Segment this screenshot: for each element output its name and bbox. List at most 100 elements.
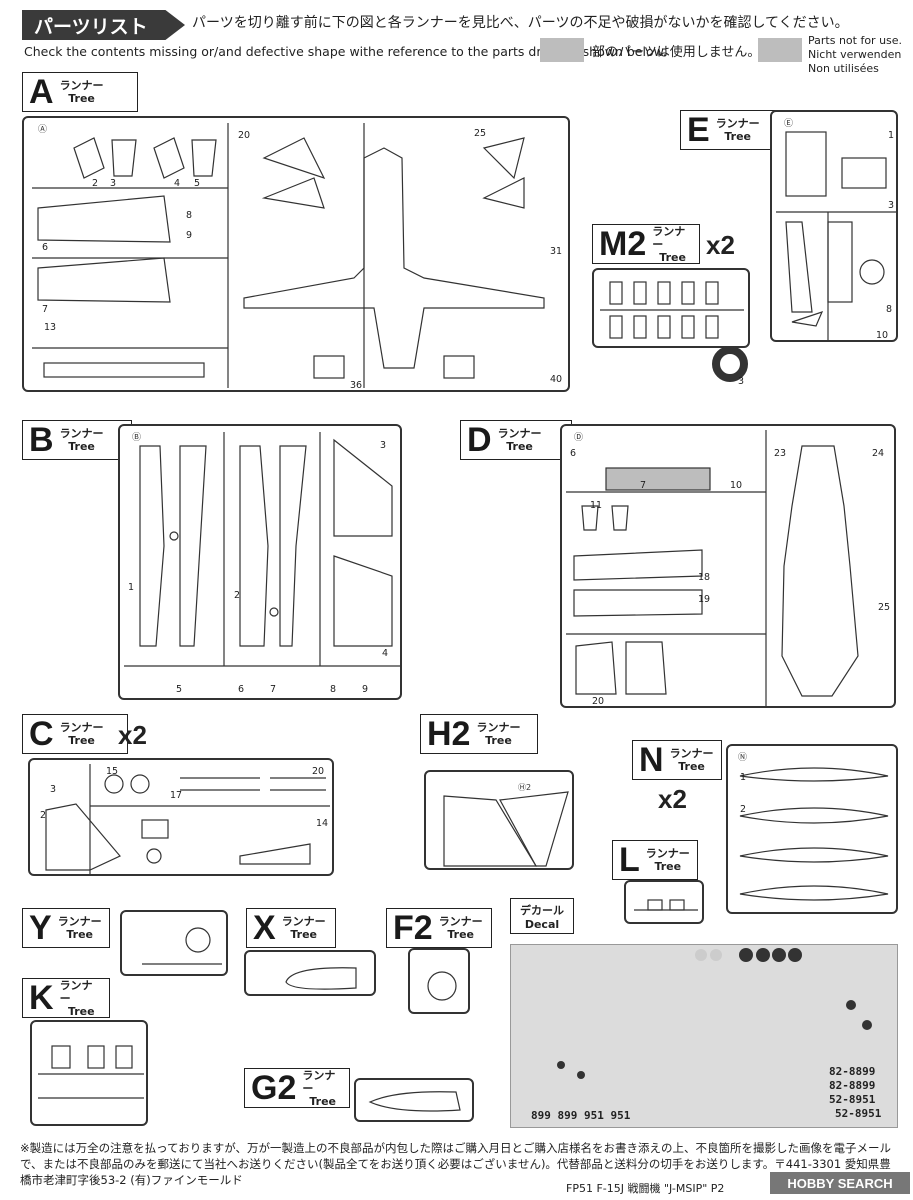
runner-en: Tree [678,760,705,773]
svg-text:Ⓓ: Ⓓ [574,432,583,443]
decal-bottom-serials: 899 899 951 951 [531,1109,631,1122]
svg-text:Ⓐ: Ⓐ [38,124,47,135]
part-num: 20 [238,130,251,141]
runner-h2-frame: Ⓗ2 [424,770,574,870]
part-num: 8 [886,304,893,315]
part-num: 6 [570,448,577,459]
runner-en: Tree [66,928,93,941]
intro-jp: パーツを切り離す前に下の図と各ランナーを見比べ、パーツの不足や破損がないかを確認… [192,15,849,31]
part-num: 31 [550,246,563,257]
runner-e-drawing: Ⓔ [776,118,896,340]
part-num: 17 [170,790,183,801]
part-num: 25 [474,128,487,139]
runner-letter: N [639,741,664,779]
part-num: 8 [186,210,193,221]
watermark-logo: HOBBY SEARCH [770,1172,910,1194]
part-num: 5 [176,684,183,695]
runner-jp: ランナー [59,79,104,92]
runner-letter: Y [29,909,52,947]
part-num: 4 [174,178,181,189]
runner-m2-frame [592,268,750,348]
part-num: 1 [888,130,895,141]
part-num: 3 [380,440,387,451]
runner-n-drawing: Ⓝ [738,752,889,901]
runner-en: Tree [67,1004,95,1018]
part-num: 23 [774,448,787,459]
part-num: 7 [640,480,647,491]
runner-jp: ランナー [652,224,686,251]
part-num: 6 [238,684,245,695]
part-num: 2 [740,804,747,815]
runner-jp: ランナー [476,721,521,734]
runner-en: Tree [724,130,751,143]
runner-letter: C [29,715,54,753]
svg-text:Ⓗ2: Ⓗ2 [518,783,531,792]
runner-letter: L [619,841,640,879]
runner-jp: ランナー [59,427,104,440]
runner-letter: K [29,979,54,1017]
part-num: 3 [738,376,745,387]
runner-jp: ランナー [281,915,326,928]
legend-en-line: Parts not for use. [808,34,903,47]
m2-tire [712,346,748,382]
runner-k-frame [30,1020,148,1126]
part-num: 20 [592,696,605,707]
part-num: 10 [730,480,743,491]
m2-multiplier: x2 [706,230,735,260]
runner-letter: A [29,73,54,111]
part-num: 2 [40,810,47,821]
runner-en: Tree [290,928,317,941]
intro-en: Check the contents missing or/and defect… [24,44,667,59]
runner-b-frame: Ⓑ 1 2 3 4 5 6 7 8 9 [118,424,402,700]
runner-f2-drawing [427,971,457,1001]
part-num: 4 [382,648,389,659]
runner-y-drawing [142,927,222,965]
part-num: 14 [316,818,329,829]
runner-jp: ランナー [59,978,93,1005]
runner-e-frame: Ⓔ 1 3 8 10 [770,110,898,342]
runner-en: Tree [68,734,95,747]
part-num: 18 [698,572,711,583]
runner-jp: ランナー [57,915,102,928]
runner-d-drawing: Ⓓ [566,430,859,706]
part-num: 24 [872,448,885,459]
runner-l-frame [624,880,704,924]
runner-en: Tree [506,440,533,453]
part-num: 9 [362,684,369,695]
part-num: 36 [350,380,363,391]
runner-en: Tree [68,440,95,453]
decal-sheet: 82-8899 82-8899 52-8951 52-8951 899 899 … [510,944,898,1128]
runner-letter: E [687,111,710,149]
runner-b-drawing: Ⓑ [124,432,400,667]
runner-c-frame: 3 2 15 17 20 14 [28,758,334,876]
legend-en: Parts not for use. Nicht verwenden Non u… [808,34,902,76]
part-num: 25 [878,602,891,613]
decal-label: デカール Decal [510,898,574,934]
decal-label-en: Decal [524,917,560,931]
c-multiplier: x2 [118,720,147,750]
runner-g2-frame [354,1078,474,1122]
unused-swatch-2 [758,38,802,62]
part-num: 13 [44,322,57,333]
runner-jp: ランナー [497,427,542,440]
runner-m2-drawing [600,281,744,339]
n-multiplier: x2 [658,784,687,814]
unused-swatch [540,38,584,62]
